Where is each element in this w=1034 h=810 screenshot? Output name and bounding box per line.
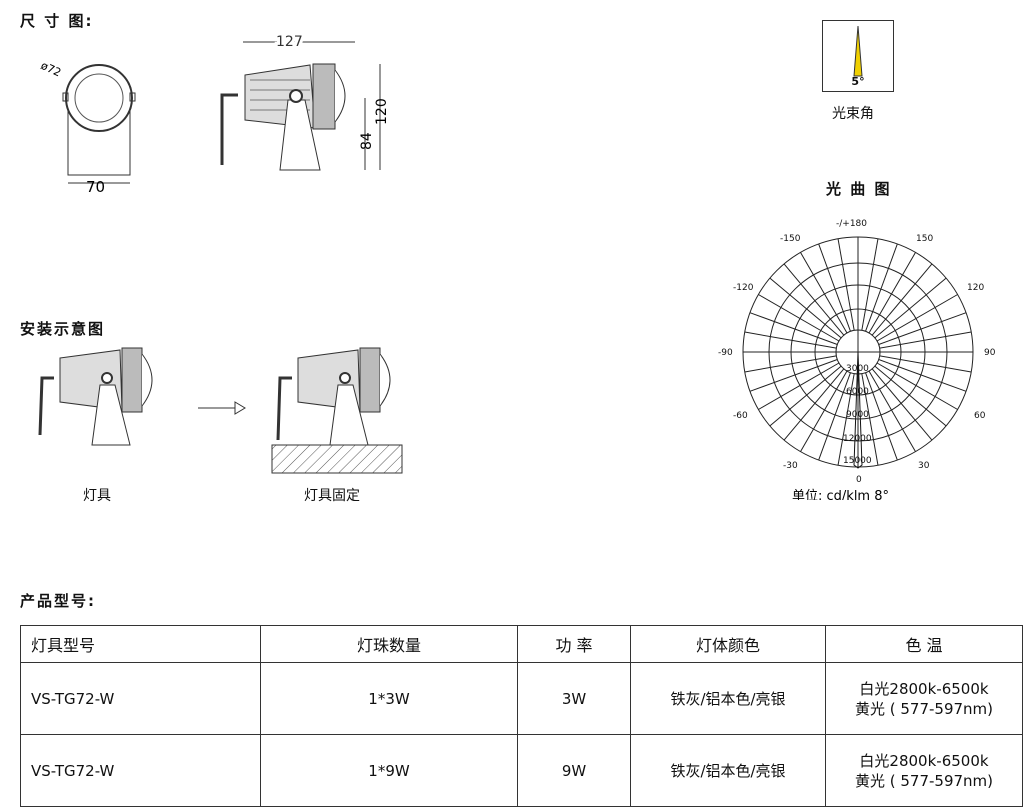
header-color: 灯体颜色 [630, 625, 826, 663]
polar-radial-line [865, 372, 898, 461]
mounting-surface [271, 444, 403, 474]
cell-leds: 1*3W [260, 662, 518, 735]
cell-model: VS-TG72-W [20, 662, 261, 735]
polar-radial-line [879, 355, 972, 373]
table-row: VS-TG72-W 1*9W 9W 铁灰/铝本色/亮银 白光2800k-6500… [20, 734, 1023, 807]
cell-color: 铁灰/铝本色/亮银 [630, 662, 826, 735]
cell-power: 9W [517, 734, 631, 807]
polar-radial-line [861, 238, 879, 331]
install-caption-lamp: 灯具 [83, 488, 111, 504]
installation-drawing [38, 347, 403, 474]
angle-label-150: 150 [916, 234, 933, 244]
angle-label-30: 30 [918, 461, 930, 471]
polar-radial-line [868, 252, 916, 334]
polar-radial-line [744, 355, 837, 373]
polar-radial-line [783, 263, 845, 336]
polar-radial-line [758, 362, 840, 410]
front-view-drawing: ø72 70 [39, 59, 136, 196]
polar-radial-line [865, 243, 898, 332]
polar-radial-line [783, 368, 845, 441]
polar-radial-line [871, 263, 933, 336]
intensity-label: 12000 [843, 434, 872, 444]
cell-leds: 1*9W [260, 734, 518, 807]
polar-radial-line [876, 362, 958, 410]
side-view-drawing: 127 120 84 [220, 31, 390, 171]
intensity-label: 3000 [846, 364, 869, 374]
header-power: 功 率 [517, 625, 631, 663]
polar-light-distribution: -/+180 -150 150 -120 120 -90 90 -60 60 -… [718, 219, 996, 500]
angle-label-180: -/+180 [836, 219, 867, 229]
beam-angle-label: 光束角 [832, 106, 874, 122]
header-model: 灯具型号 [20, 625, 261, 663]
angle-label-m120: -120 [733, 283, 754, 293]
width-label: 70 [86, 178, 105, 196]
table-header-row: 灯具型号 灯珠数量 功 率 灯体颜色 色 温 [20, 625, 1023, 663]
polar-radial-line [749, 312, 838, 345]
polar-radial-line [874, 365, 947, 427]
dimensions-heading: 尺 寸 图: [20, 12, 94, 30]
polar-radial-line [837, 238, 855, 331]
intensity-label: 15000 [843, 456, 872, 466]
temp-white: 白光2800k-6500k [859, 679, 989, 698]
temp-white: 白光2800k-6500k [859, 751, 989, 770]
installation-heading: 安装示意图 [20, 320, 106, 338]
polar-radial-line [818, 372, 851, 461]
polar-radial-line [818, 243, 851, 332]
intensity-label: 9000 [846, 410, 869, 420]
temp-yellow: 黄光 ( 577-597nm) [854, 771, 994, 790]
polar-radial-line [769, 365, 842, 427]
angle-label-0: 0 [856, 475, 862, 485]
header-leds: 灯珠数量 [260, 625, 518, 663]
polar-radial-line [876, 294, 958, 342]
angle-label-m60: -60 [733, 411, 748, 421]
temp-yellow: 黄光 ( 577-597nm) [854, 699, 994, 718]
beam-angle-box: 5° [822, 20, 894, 92]
polar-radial-line [868, 370, 916, 452]
cell-power: 3W [517, 662, 631, 735]
polar-radial-line [861, 373, 879, 466]
angle-label-m150: -150 [780, 234, 801, 244]
beam-curve-heading: 光 曲 图 [826, 180, 892, 198]
table-row: VS-TG72-W 1*3W 3W 铁灰/铝本色/亮银 白光2800k-6500… [20, 662, 1023, 735]
angle-label-m90: -90 [718, 348, 733, 358]
models-heading: 产品型号: [20, 592, 96, 610]
polar-radial-line [758, 294, 840, 342]
cell-color: 铁灰/铝本色/亮银 [630, 734, 826, 807]
polar-radial-line [837, 373, 855, 466]
angle-label-60: 60 [974, 411, 986, 421]
polar-radial-line [800, 252, 848, 334]
polar-radial-line [871, 368, 933, 441]
angle-label-90: 90 [984, 348, 996, 358]
polar-radial-line [878, 312, 967, 345]
angle-label-m30: -30 [783, 461, 798, 471]
intensity-label: 6000 [846, 387, 869, 397]
polar-radial-line [874, 277, 947, 339]
polar-radial-line [744, 331, 837, 349]
model-table: 灯具型号 灯珠数量 功 率 灯体颜色 色 温 VS-TG72-W 1*3W 3W… [20, 625, 1023, 807]
polar-radial-line [879, 331, 972, 349]
beam-cone-icon [853, 25, 863, 77]
polar-radial-line [800, 370, 848, 452]
polar-radial-line [878, 359, 967, 392]
header-temp: 色 温 [825, 625, 1023, 663]
pivot-height-label: 84 [359, 132, 375, 150]
unit-label: 单位: cd/klm 8° [792, 489, 889, 500]
diameter-label: ø72 [39, 59, 63, 80]
install-caption-fixed: 灯具固定 [304, 488, 360, 504]
polar-radial-line [749, 359, 838, 392]
cell-model: VS-TG72-W [20, 734, 261, 807]
height-label: 120 [374, 98, 390, 125]
polar-radial-line [769, 277, 842, 339]
angle-label-120: 120 [967, 283, 984, 293]
length-label: 127 [276, 34, 303, 50]
beam-angle-value: 5° [851, 75, 865, 88]
